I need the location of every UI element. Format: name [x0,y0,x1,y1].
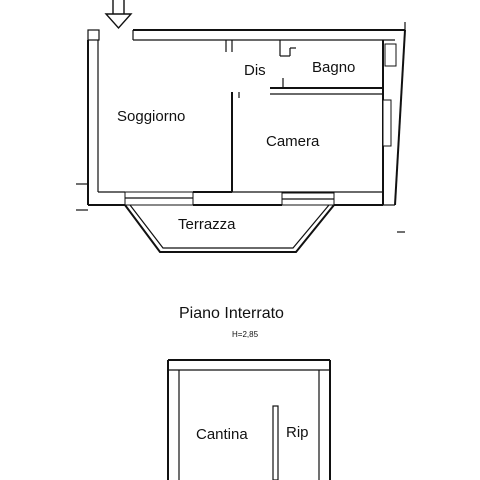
entrance-arrow-icon [104,0,133,30]
room-label-bagno: Bagno [312,59,355,76]
room-label-camera: Camera [266,133,320,150]
terrazza-inner [129,204,330,249]
room-label-terrazza: Terrazza [178,216,236,233]
upper-floor-walls [76,22,406,233]
bagno-window [384,43,397,67]
right-wall-outer [394,29,406,206]
room-label-rip: Rip [286,424,309,441]
room-label-dis: Dis [244,62,266,79]
camera-side-window [382,99,392,147]
terrazza-wall [124,204,335,253]
room-label-soggiorno: Soggiorno [117,108,185,125]
terrazza-outline [124,204,335,253]
basement-title: Piano Interrato [179,305,284,322]
basement-walls [167,359,331,480]
basement-height: H=2,85 [232,330,259,339]
cantina-rip-partition [272,405,279,480]
room-label-cantina: Cantina [196,426,248,443]
left-column [87,29,100,41]
